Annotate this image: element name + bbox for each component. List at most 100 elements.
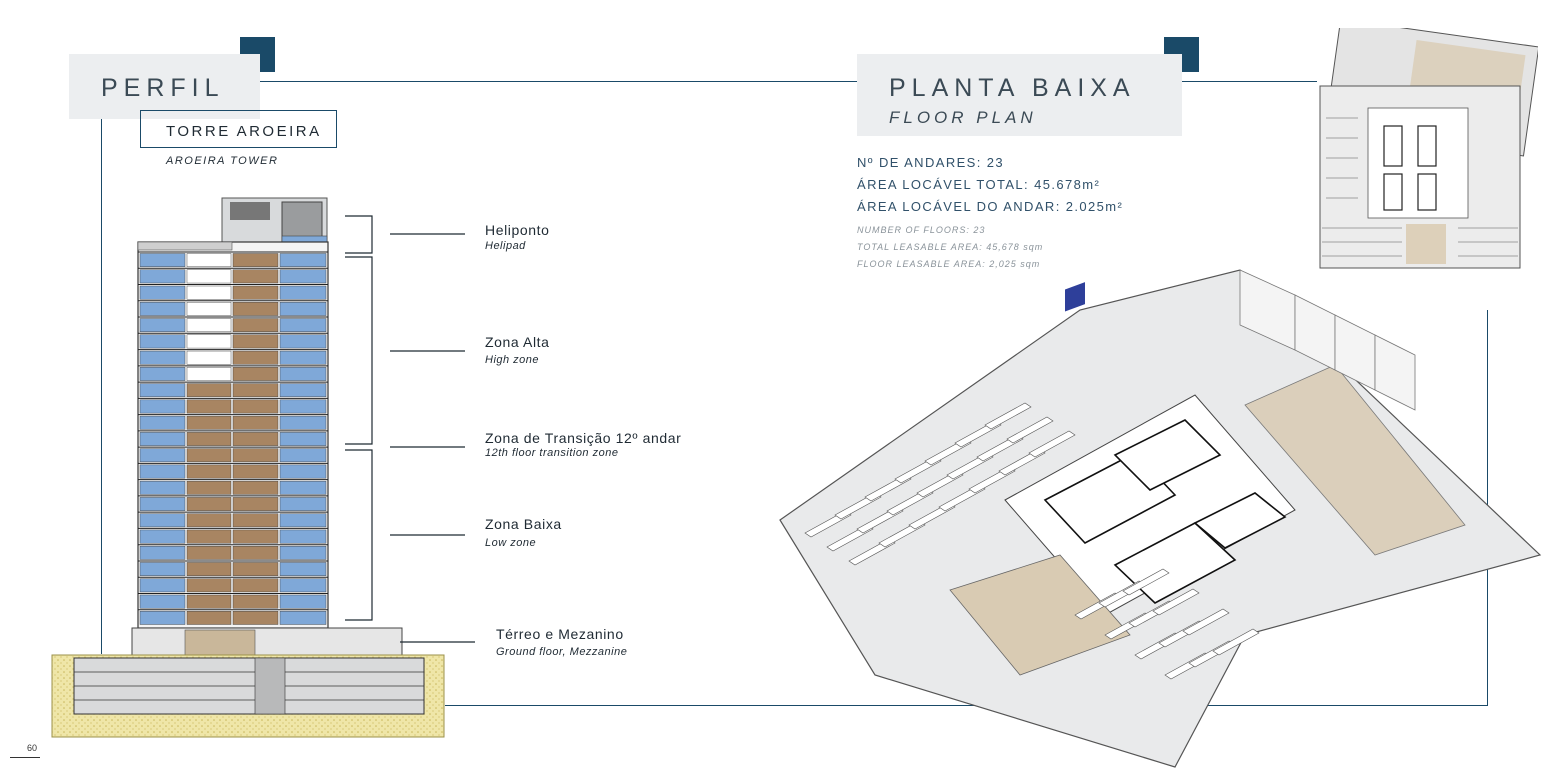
tower-section-drawing bbox=[51, 197, 445, 738]
floor-panel bbox=[232, 334, 279, 349]
floor-panel bbox=[232, 529, 279, 544]
floor-panel bbox=[279, 399, 327, 414]
floor-panel bbox=[139, 269, 186, 284]
floor-panel bbox=[232, 350, 279, 365]
floor-panel bbox=[232, 253, 279, 267]
floor-panel bbox=[279, 545, 327, 560]
floor-panel bbox=[186, 302, 232, 316]
floorplan-title: PLANTA BAIXA bbox=[889, 74, 1136, 102]
floorplan-key-map bbox=[1319, 28, 1538, 269]
floor-panel bbox=[139, 562, 186, 576]
floor-panel bbox=[279, 269, 327, 284]
floor-panel bbox=[232, 415, 279, 430]
floor-panel bbox=[186, 383, 232, 398]
floor-panel bbox=[232, 562, 279, 576]
floor-panel bbox=[186, 578, 232, 593]
floor-panel bbox=[139, 545, 186, 560]
zone-helipad-label-en: Helipad bbox=[485, 240, 526, 252]
floor-panel bbox=[186, 611, 232, 625]
stat-floors-en: NUMBER OF FLOORS: 23 bbox=[857, 225, 986, 235]
tower-floors bbox=[138, 251, 328, 625]
floor-panel bbox=[139, 367, 186, 381]
floor-panel bbox=[279, 253, 327, 267]
floorplan-subtitle: FLOOR PLAN bbox=[889, 108, 1037, 127]
floor-panel bbox=[186, 318, 232, 333]
floor-panel bbox=[139, 497, 186, 511]
floor-panel bbox=[279, 513, 327, 528]
zone-ground-label: Térreo e Mezanino bbox=[496, 626, 624, 642]
floor-panel bbox=[232, 302, 279, 316]
page-number: 60 bbox=[27, 743, 38, 753]
floorplan-desk-rows bbox=[804, 402, 1260, 680]
floor-panel bbox=[139, 611, 186, 625]
floor-panel bbox=[186, 513, 232, 528]
stat-floors: Nº DE ANDARES: 23 bbox=[857, 155, 1005, 170]
floor-panel bbox=[139, 432, 186, 446]
floor-panel bbox=[232, 318, 279, 333]
floor-panel bbox=[232, 480, 279, 495]
floor-panel bbox=[139, 448, 186, 463]
floor-panel bbox=[232, 464, 279, 479]
floorplan-header-box bbox=[857, 54, 1182, 136]
floor-panel bbox=[279, 611, 327, 625]
zone-ground-label-en: Ground floor, Mezzanine bbox=[496, 646, 628, 658]
floor-panel bbox=[186, 562, 232, 576]
floor-panel bbox=[186, 594, 232, 609]
floor-panel bbox=[139, 253, 186, 267]
floor-panel bbox=[139, 302, 186, 316]
floor-panel bbox=[139, 318, 186, 333]
floor-panel bbox=[232, 285, 279, 300]
floor-panel bbox=[279, 578, 327, 593]
bottom-rule bbox=[445, 705, 1487, 706]
desk-row bbox=[1152, 588, 1200, 616]
floor-panel bbox=[279, 302, 327, 316]
floor-panel bbox=[232, 578, 279, 593]
floor-panel bbox=[139, 334, 186, 349]
floor-panel bbox=[139, 529, 186, 544]
floor-panel bbox=[232, 594, 279, 609]
profile-title: PERFIL bbox=[101, 74, 225, 102]
desk-row bbox=[984, 402, 1032, 430]
floor-panel bbox=[139, 399, 186, 414]
floor-panel bbox=[232, 611, 279, 625]
floor-panel bbox=[139, 285, 186, 300]
stat-floor-area-en: FLOOR LEASABLE AREA: 2,025 sqm bbox=[857, 259, 1041, 269]
zone-transition-label: Zona de Transição 12º andar bbox=[485, 430, 682, 446]
floor-panel bbox=[279, 432, 327, 446]
floor-panel bbox=[279, 415, 327, 430]
floor-panel bbox=[186, 529, 232, 544]
floor-panel bbox=[279, 448, 327, 463]
floor-panel bbox=[139, 350, 186, 365]
floor-panel bbox=[232, 448, 279, 463]
floor-panel bbox=[186, 497, 232, 511]
floor-panel bbox=[139, 464, 186, 479]
floor-panel bbox=[279, 350, 327, 365]
tower-name: TORRE AROEIRA bbox=[166, 123, 322, 140]
desk-row bbox=[1006, 416, 1054, 444]
floor-panel bbox=[186, 350, 232, 365]
floor-panel bbox=[279, 383, 327, 398]
zone-high-label: Zona Alta bbox=[485, 334, 550, 350]
floor-panel bbox=[232, 399, 279, 414]
floor-panel bbox=[186, 432, 232, 446]
floor-panel bbox=[186, 269, 232, 284]
floor-panel bbox=[186, 464, 232, 479]
floor-panel bbox=[186, 415, 232, 430]
floor-panel bbox=[279, 594, 327, 609]
floor-panel bbox=[186, 285, 232, 300]
page-number-rule bbox=[10, 757, 40, 758]
floor-panel bbox=[279, 480, 327, 495]
floor-panel bbox=[186, 253, 232, 267]
floor-panel bbox=[186, 399, 232, 414]
desk-row bbox=[1212, 628, 1260, 656]
zone-transition-label-en: 12th floor transition zone bbox=[485, 447, 619, 459]
floor-panel bbox=[279, 562, 327, 576]
floor-panel bbox=[139, 513, 186, 528]
floor-panel bbox=[139, 594, 186, 609]
stat-total-area: ÁREA LOCÁVEL TOTAL: 45.678m² bbox=[857, 177, 1101, 192]
floor-panel bbox=[279, 318, 327, 333]
desk-row bbox=[1122, 568, 1170, 596]
floor-panel bbox=[186, 480, 232, 495]
floor-panel bbox=[139, 480, 186, 495]
desk-row bbox=[1182, 608, 1230, 636]
